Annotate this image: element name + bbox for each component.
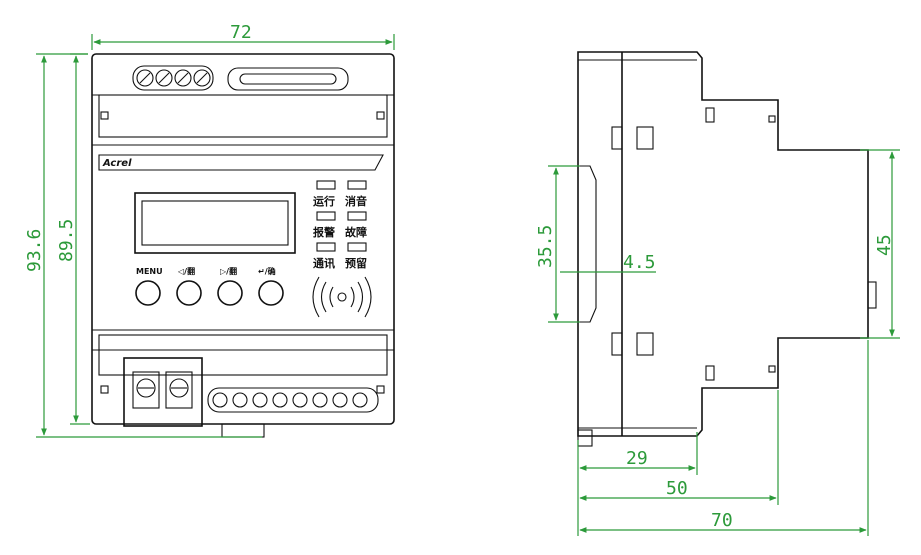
- din-clip: [221, 423, 265, 438]
- indicator-label: 报警: [313, 225, 335, 239]
- indicator-led-fault: [347, 211, 367, 221]
- side-view: 35.5 4.5 45 29 50 70: [535, 51, 900, 536]
- right-button[interactable]: [217, 280, 243, 306]
- indicator-label: 运行: [313, 194, 335, 208]
- power-terminal-block: [123, 357, 203, 427]
- indicator-label: 消音: [345, 194, 367, 208]
- front-view: Acrel 运行 消音 报警 故障 通讯 预留 MENU ◁/翻 ▷/翻 ↵/确: [24, 22, 395, 438]
- indicator-led-reserve: [347, 242, 367, 252]
- side-dimensions: 35.5 4.5 45 29 50 70: [535, 149, 900, 536]
- front-body-outline: [91, 53, 395, 425]
- button-label-left: ◁/翻: [177, 266, 195, 276]
- indicator-label: 通讯: [313, 257, 335, 270]
- button-label-right: ▷/翻: [220, 266, 237, 276]
- front-dimensions: 72 93.6 89.5: [24, 22, 395, 438]
- left-button[interactable]: [176, 280, 202, 306]
- indicator-led-mute: [347, 180, 367, 190]
- menu-button[interactable]: [135, 280, 161, 306]
- wireless-icon: [312, 276, 372, 318]
- indicator-led-alarm: [316, 211, 336, 221]
- dim-width: 72: [230, 22, 252, 43]
- indicator-panel: 运行 消音 报警 故障 通讯 预留: [313, 180, 367, 270]
- brand-logo: Acrel: [102, 158, 132, 169]
- button-label-menu: MENU: [136, 267, 163, 276]
- indicator-label: 故障: [345, 225, 367, 239]
- dim-height-inner: 89.5: [56, 219, 77, 262]
- dim-70: 70: [711, 510, 733, 531]
- button-row: MENU ◁/翻 ▷/翻 ↵/确: [135, 266, 284, 306]
- top-terminal-block: [132, 65, 349, 91]
- dim-depth-front: 45: [874, 234, 895, 256]
- indicator-label: 预留: [345, 256, 367, 270]
- lcd-screen: [141, 200, 289, 246]
- dim-height-outer: 93.6: [24, 229, 45, 272]
- dim-offset: 4.5: [623, 252, 656, 273]
- enter-button[interactable]: [258, 280, 284, 306]
- bottom-terminal-block: [207, 387, 379, 413]
- dim-50: 50: [666, 478, 688, 499]
- indicator-led-comm: [316, 242, 336, 252]
- button-label-enter: ↵/确: [258, 266, 276, 276]
- dim-rail: 35.5: [535, 225, 556, 268]
- lcd-frame: [134, 192, 296, 254]
- indicator-led-run: [316, 180, 336, 190]
- dim-29: 29: [626, 448, 648, 469]
